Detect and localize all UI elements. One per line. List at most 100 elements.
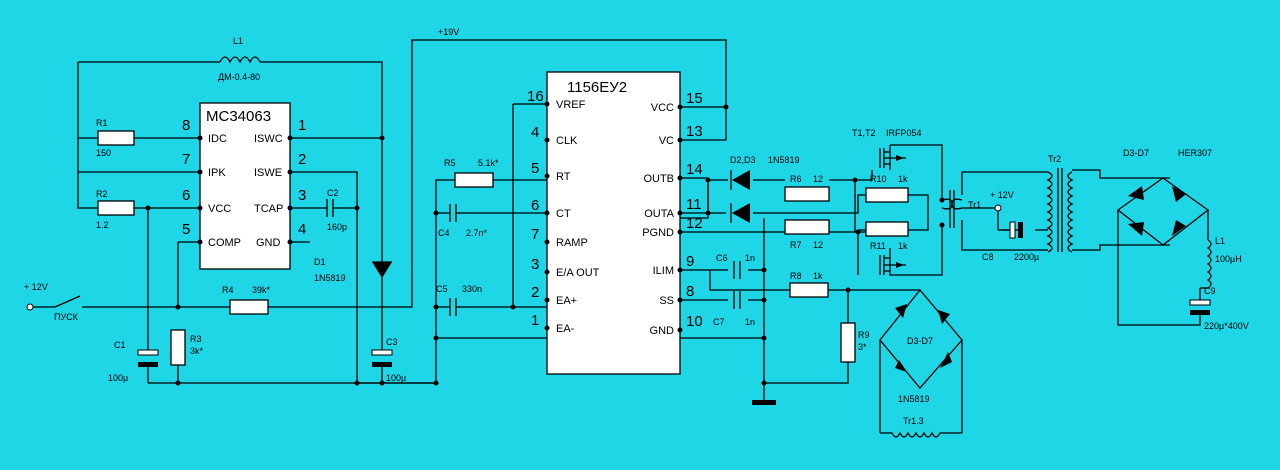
capacitor-c9: C9 220µ*400V [1189,286,1249,331]
ic-mc34063: MC34063 IDC IPK VCC COMP 8 7 6 5 ISWC IS… [182,102,306,270]
c8-ref: C8 [982,252,994,262]
ic2-pin-num: 8 [686,283,694,300]
c6-value: 1n [745,253,755,263]
r9-ref: R9 [858,330,870,340]
ic1-pin-idc-label: IDC [208,133,227,145]
ic2-pin-label: CLK [556,135,578,147]
r6-ref: R6 [790,174,802,184]
bridge1-ref: D3-D7 [907,336,933,346]
resistor-r3: R3 3k* [170,329,204,366]
resistor-r9: R9 3* [840,322,870,363]
c2-value: 160p [327,222,347,232]
v12-output-label: + 12V [990,190,1014,200]
capacitor-c7: C7 1n [713,291,755,327]
ic2-pin-num: 10 [686,313,703,330]
v19-label: +19V [438,27,459,37]
ic2-pin-num: 7 [531,226,539,243]
diodes-d2-d3: D2,D3 1N5819 [730,155,800,223]
c5-value: 330n [462,284,482,294]
capacitor-c8: C8 2200µ [982,211,1039,262]
d2d3-value: 1N5819 [768,155,800,165]
bridge1-value: 1N5819 [898,394,930,404]
resistor-r10: R10 1k [865,174,909,203]
d2d3-ref: D2,D3 [730,155,756,165]
r8-ref: R8 [790,271,802,281]
ic2-pin-label: OUTA [644,208,674,220]
diode-d1: D1 1N5819 [314,257,392,283]
c5-ref: C5 [436,284,448,294]
ic2-pin-num: 15 [686,90,703,107]
capacitor-c3: C3 100µ [371,337,406,383]
c7-ref: C7 [713,317,725,327]
r7-ref: R7 [790,240,802,250]
ic2-pin-num: 16 [527,88,544,105]
resistor-r2: R2 1.2 [96,189,135,230]
ic1-pin-iswe-label: ISWE [254,167,282,179]
pusk-label: ПУСК [54,312,79,322]
capacitor-c4: C4 2.7n* [438,204,488,238]
ic1-pin-vcc-label: VCC [208,203,231,215]
ic2-pin-num: 6 [531,197,539,214]
capacitor-c1: C1 100µ [108,340,159,383]
transformer-tr1: Tr1 [941,190,981,228]
inductor-l1: L1 ДМ-0.4-80 [218,36,261,82]
ic2-pin-num: 11 [686,196,702,213]
tr1-ref: Tr1 [968,200,981,210]
r10-ref: R10 [870,174,887,184]
bridge2-ref: D3-D7 [1123,148,1149,158]
ic2-pin-num: 2 [531,284,539,301]
ic2-pin-label: GND [650,325,675,337]
c2-ref: C2 [327,188,339,198]
ic1-pin-iswc-label: ISWC [254,133,283,145]
ic2-pin-label: RT [556,171,571,183]
tr13-ref: Tr1.3 [903,416,924,426]
r11-value: 1k [898,241,908,251]
capacitor-c6: C6 1n [716,253,755,279]
bridge2-value: HER307 [1178,148,1212,158]
bridge-rectifier-1n5819: D3-D7 1N5819 [879,288,963,404]
ic2-pin-label: ILIM [653,265,674,277]
c3-ref: C3 [386,337,398,347]
r2-value: 1.2 [96,220,109,230]
ic2-pin-num: 9 [686,253,694,270]
ic2-pin-label: E/A OUT [556,267,600,279]
ic-mc34063-name: MC34063 [206,108,271,125]
ic-1156eu2-name: 1156ЕУ2 [567,79,627,96]
ic2-pin-num: 14 [686,161,703,178]
ic2-pin-label: SS [659,295,674,307]
r2-ref: R2 [96,189,108,199]
ic-1156eu2-body [546,71,681,375]
l1-value: ДМ-0.4-80 [218,72,260,82]
r3-value: 3k* [190,346,204,356]
r4-ref: R4 [222,285,234,295]
ic1-pin6-num: 6 [182,187,190,204]
v12-input-label: + 12V [24,282,48,292]
r9-value: 3* [858,342,867,352]
c9-ref: C9 [1204,286,1216,296]
junction-dots [145,104,945,386]
r5-value: 5.1k* [478,158,499,168]
ic1-pin-comp-label: COMP [208,237,241,249]
tr2-ref: Tr2 [1048,154,1061,164]
l1b-value: 100µH [1215,254,1242,264]
t1t2-ref: T1,T2 [852,128,876,138]
ic-mc34063-body [199,102,291,270]
ic1-pin2-num: 2 [298,151,306,168]
r3-ref: R3 [190,334,202,344]
ic1-pin-tcap-label: TCAP [254,203,283,215]
capacitor-c5: C5 330n [436,284,482,316]
v12-output-terminal [994,204,1002,212]
resistor-r5: R5 5.1k* [444,158,499,188]
l1-ref: L1 [233,36,243,46]
bridge-rectifier-her307: D3-D7 HER307 [1116,148,1212,246]
ic1-pin3-num: 3 [298,187,306,204]
ic1-pin-ipk-label: IPK [208,167,226,179]
resistor-r7: R7 12 [784,219,830,250]
c3-value: 100µ [386,373,406,383]
r6-value: 12 [813,174,823,184]
c6-ref: C6 [716,253,728,263]
